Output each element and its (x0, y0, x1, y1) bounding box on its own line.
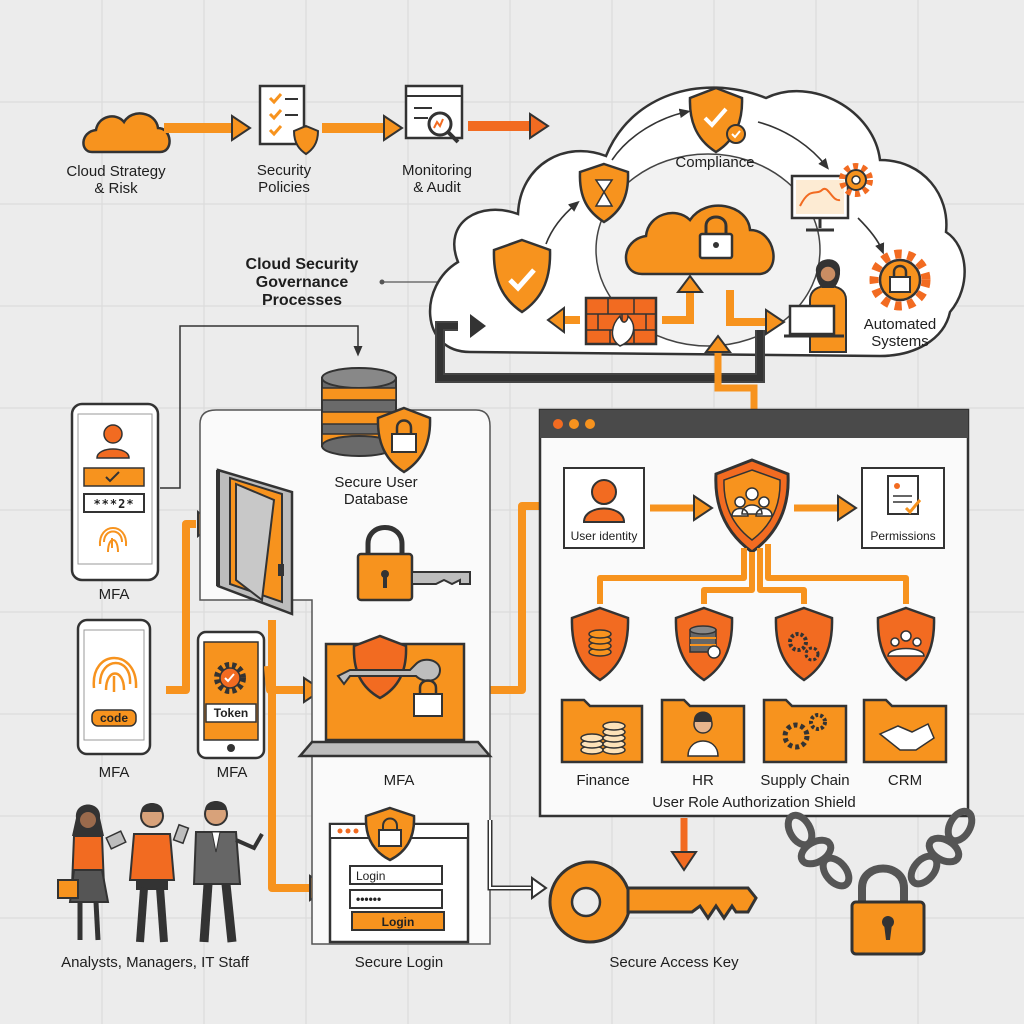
monitor-dashboard-icon (790, 174, 850, 232)
main-authorization-shield (714, 458, 790, 554)
dark-connector-to-access-key (487, 820, 548, 900)
login-button[interactable]: Login (381, 915, 415, 929)
folder-supply-chain-icon (762, 698, 848, 764)
user-identity-label: User identity (570, 529, 638, 543)
dark-connector-database-to-cloud (160, 325, 363, 489)
folder-crm-icon (862, 698, 948, 764)
person-with-laptop-icon (784, 259, 847, 353)
chain-padlock-icon (784, 807, 976, 956)
padlock-key-icon (356, 525, 471, 602)
database-icon (321, 367, 432, 474)
login-field-password[interactable]: •••••• (356, 892, 382, 906)
dept-label-hr: HR (692, 772, 714, 789)
dark-loop-connector (435, 314, 765, 383)
gear-lock-icon (869, 249, 931, 311)
phone-mfa-3 (196, 630, 266, 760)
arrow-strategy-to-policies (164, 114, 252, 142)
gear-icon (839, 163, 873, 197)
sub-shield-database (674, 606, 734, 682)
secure-access-key-icon (548, 860, 758, 944)
laptop-icon (297, 634, 493, 758)
cloud-left-shield-icon (492, 238, 552, 314)
compliance-shield-icon (688, 86, 746, 154)
folder-finance-icon (560, 698, 644, 764)
sub-shield-gears (774, 606, 834, 682)
phone-password-text: ***2* (93, 497, 135, 511)
secure-door-icon (216, 468, 294, 616)
mfa-label-3: MFA (216, 764, 248, 781)
mfa-label-1: MFA (98, 586, 130, 603)
dept-label-crm: CRM (887, 772, 923, 789)
users-label: Analysts, Managers, IT Staff (61, 954, 249, 971)
cloud-strategy-icon (82, 112, 171, 154)
firewall-icon (584, 296, 658, 347)
mfa-label-laptop: MFA (383, 772, 415, 789)
login-window-icon (328, 806, 470, 944)
monitoring-audit-icon (404, 84, 464, 144)
folder-hr-icon (660, 698, 746, 764)
hourglass-shield-icon (578, 162, 630, 224)
secure-login-label: Secure Login (354, 954, 444, 971)
mfa-label-2: MFA (98, 764, 130, 781)
sub-shield-finance (570, 606, 630, 682)
phone-mfa-1 (70, 402, 160, 582)
login-field-username[interactable]: Login (356, 869, 386, 883)
authorization-title: User Role Authorization Shield (652, 794, 856, 811)
locked-cloud-icon (624, 204, 775, 276)
arrow-auth-to-key (670, 818, 698, 872)
code-text: code (99, 711, 128, 725)
phone-mfa-2 (76, 618, 152, 756)
arrow-monitoring-to-cloud (468, 112, 550, 140)
permissions-card (861, 467, 945, 549)
secure-access-key-label: Secure Access Key (609, 954, 739, 971)
arrow-policies-to-monitoring (322, 114, 404, 142)
security-policies-document-icon (258, 84, 320, 156)
token-text: Token (213, 706, 249, 720)
monitoring-audit-label: Monitoring& Audit (401, 162, 473, 196)
sub-shield-team (876, 606, 936, 682)
dept-label-supply-chain: Supply Chain (760, 772, 850, 789)
compliance-label: Compliance (675, 154, 755, 171)
dept-label-finance: Finance (576, 772, 630, 789)
cloud-strategy-label: Cloud Strategy& Risk (66, 163, 166, 197)
people-group-icon (57, 801, 264, 943)
user-identity-card (563, 467, 645, 549)
permissions-label: Permissions (870, 529, 936, 543)
